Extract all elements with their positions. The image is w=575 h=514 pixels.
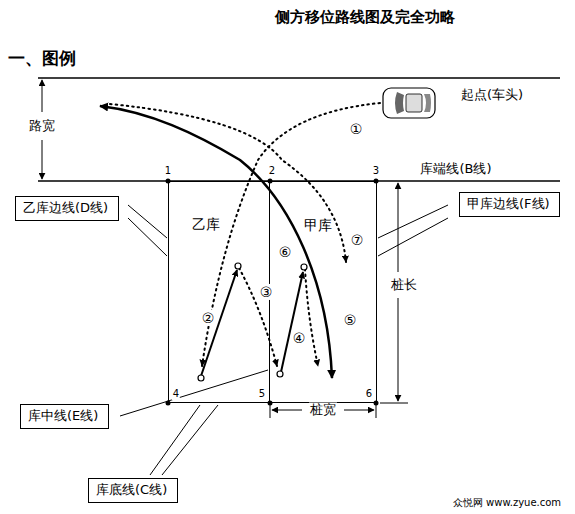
corner-dot bbox=[374, 401, 379, 406]
stop-points bbox=[198, 263, 307, 381]
route-solid bbox=[281, 272, 303, 372]
callout-number: ⑥ bbox=[278, 244, 293, 260]
dimension-arrow bbox=[42, 80, 43, 112]
dimension-arrow bbox=[272, 410, 302, 411]
road-edge-line bbox=[38, 77, 560, 79]
dimension-arrow bbox=[398, 183, 399, 272]
callout-number: ⑦ bbox=[350, 232, 365, 248]
leader-line bbox=[128, 218, 167, 256]
callout-number: ① bbox=[349, 121, 364, 137]
stop-point bbox=[198, 375, 204, 381]
callout-number: ② bbox=[201, 310, 216, 326]
routes bbox=[100, 103, 380, 378]
dimension-label: 桩宽 bbox=[309, 403, 337, 418]
dimension-arrow bbox=[344, 410, 374, 411]
callout-number: ⑤ bbox=[343, 312, 358, 328]
corner-number: 3 bbox=[372, 165, 380, 177]
line-label: 库端线(B线) bbox=[419, 162, 492, 177]
dimension-arrow bbox=[42, 140, 43, 179]
start-label: 起点(车头) bbox=[460, 88, 524, 103]
dimension-tick bbox=[376, 405, 377, 418]
corner-dots bbox=[166, 179, 379, 406]
line-callout-box: 库底线(C线) bbox=[88, 478, 178, 503]
dimension-label: 路宽 bbox=[28, 119, 56, 134]
leader-lines bbox=[120, 205, 448, 475]
corner-number: 2 bbox=[268, 165, 276, 177]
car-rear-window bbox=[424, 94, 431, 112]
line-callout-box: 甲库边线(F线) bbox=[459, 192, 560, 217]
leader-line bbox=[128, 205, 167, 238]
route-dotted bbox=[110, 104, 346, 262]
leader-line bbox=[378, 218, 448, 256]
dimension-tick bbox=[380, 403, 408, 404]
dimension-label: 桩长 bbox=[390, 278, 418, 293]
bay-name: 甲库 bbox=[303, 217, 333, 233]
leader-line bbox=[162, 405, 218, 475]
corner-number: 5 bbox=[258, 388, 266, 400]
corner-number: 1 bbox=[164, 165, 172, 177]
callout-number: ③ bbox=[259, 284, 274, 300]
parking-bay: 甲库 bbox=[269, 181, 377, 403]
leader-line bbox=[120, 370, 268, 416]
route-solid-curve bbox=[100, 106, 332, 378]
bay-name: 乙库 bbox=[191, 216, 221, 232]
stop-point bbox=[235, 263, 241, 269]
car-icon bbox=[383, 88, 435, 118]
parking-bay: 乙库 bbox=[168, 181, 270, 403]
car-body bbox=[383, 88, 435, 118]
diagram-title: 侧方移位路线图及完全功略 bbox=[275, 9, 455, 26]
callout-text: 甲库边线(F线) bbox=[467, 197, 552, 212]
section-heading: 一、图例 bbox=[8, 49, 76, 69]
line-callout-box: 库中线(E线) bbox=[20, 404, 109, 429]
car-roof bbox=[406, 94, 422, 112]
line-callout-box: 乙库边线(D线) bbox=[15, 196, 119, 221]
dimension-arrow bbox=[398, 298, 399, 401]
callout-text: 乙库边线(D线) bbox=[23, 201, 111, 216]
dimension-tick bbox=[270, 405, 271, 418]
watermark: 众悦网 www.zyue.com bbox=[452, 497, 562, 509]
car-windshield bbox=[395, 92, 404, 114]
leader-line bbox=[378, 205, 448, 238]
callout-number: ④ bbox=[292, 330, 307, 346]
stop-point bbox=[277, 371, 283, 377]
callout-text: 库中线(E线) bbox=[28, 409, 101, 424]
corner-number: 4 bbox=[172, 388, 180, 400]
route-dotted bbox=[239, 268, 277, 366]
leader-line bbox=[150, 405, 200, 475]
callout-text: 库底线(C线) bbox=[96, 483, 170, 498]
route-solid bbox=[201, 270, 237, 376]
corner-number: 6 bbox=[365, 388, 373, 400]
stop-point bbox=[301, 264, 307, 270]
